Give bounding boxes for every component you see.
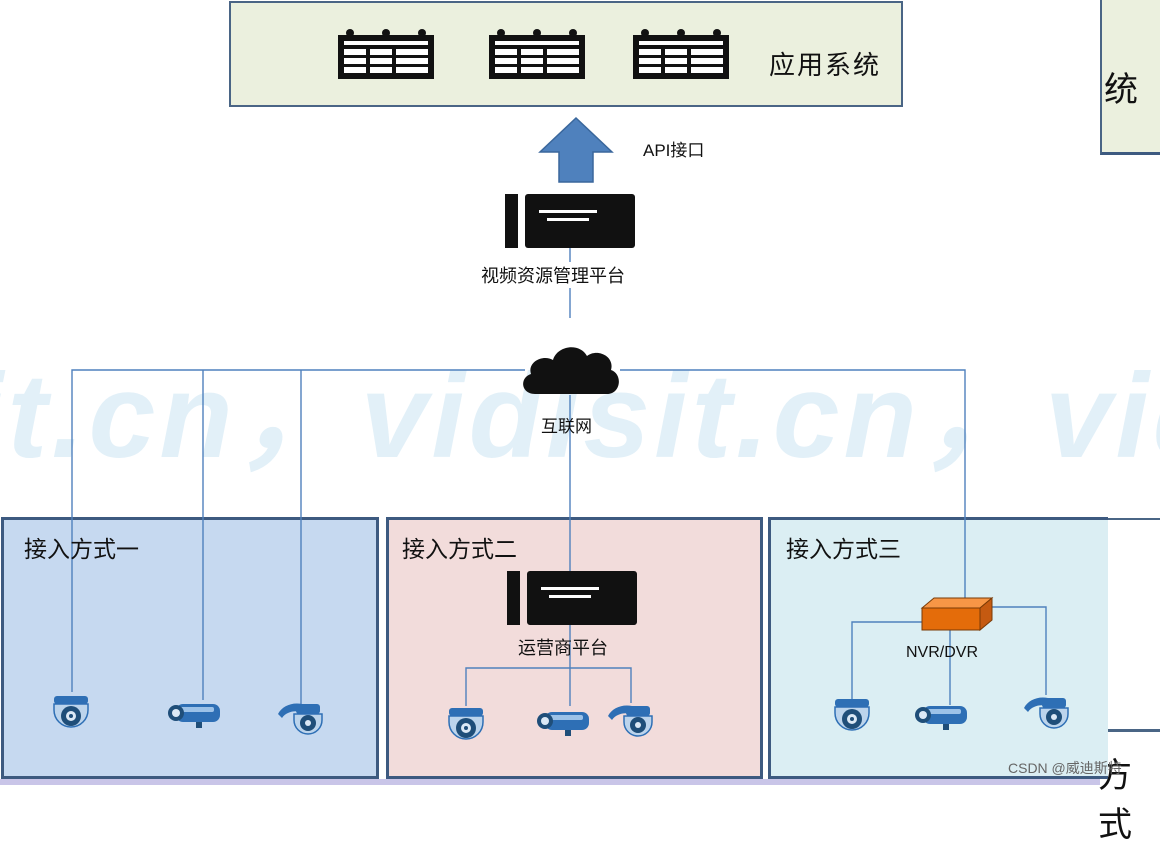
application-icon <box>633 29 729 79</box>
platform-label: 视频资源管理平台 <box>481 262 625 288</box>
bottom-strip <box>0 779 1100 785</box>
adjacent-divider <box>1100 518 1160 520</box>
application-icon <box>489 29 585 79</box>
bullet-camera-icon <box>168 704 220 728</box>
access-mode-three-label: 接入方式三 <box>786 537 901 563</box>
ptz-camera-icon <box>278 703 323 735</box>
bullet-camera-icon <box>537 712 589 736</box>
connection-lines <box>71 248 1047 706</box>
bullet-camera-icon <box>915 706 967 730</box>
access-mode-two-box <box>386 517 763 779</box>
access-mode-one-box <box>1 517 379 779</box>
ptz-camera-icon <box>608 705 653 737</box>
application-icon <box>338 29 434 79</box>
dome-camera-icon <box>834 699 870 731</box>
cloud-icon <box>523 347 619 394</box>
api-label: API接口 <box>643 141 705 160</box>
access-mode-three-box <box>768 517 1108 779</box>
csdn-credit: CSDN @威迪斯特 <box>1008 760 1122 776</box>
access-mode-one-label: 接入方式一 <box>24 537 139 563</box>
dome-camera-icon <box>53 696 89 728</box>
internet-label: 互联网 <box>541 417 592 437</box>
adjacent-panel-text: 统 <box>1104 70 1138 110</box>
up-arrow-icon <box>538 116 614 183</box>
adjacent-divider <box>1100 729 1160 732</box>
dome-camera-icon <box>448 708 484 740</box>
nvr-label: NVR/DVR <box>906 644 979 661</box>
operator-platform-label: 运营商平台 <box>518 638 608 659</box>
server-platform-icon <box>507 571 637 625</box>
adjacent-panel-edge: 统 <box>1100 0 1160 155</box>
application-system-label: 应用系统 <box>769 51 882 81</box>
server-platform-icon <box>505 194 635 248</box>
ptz-camera-icon <box>1024 697 1069 729</box>
access-mode-two-label: 接入方式二 <box>402 537 517 563</box>
nvr-device-icon <box>920 596 994 632</box>
